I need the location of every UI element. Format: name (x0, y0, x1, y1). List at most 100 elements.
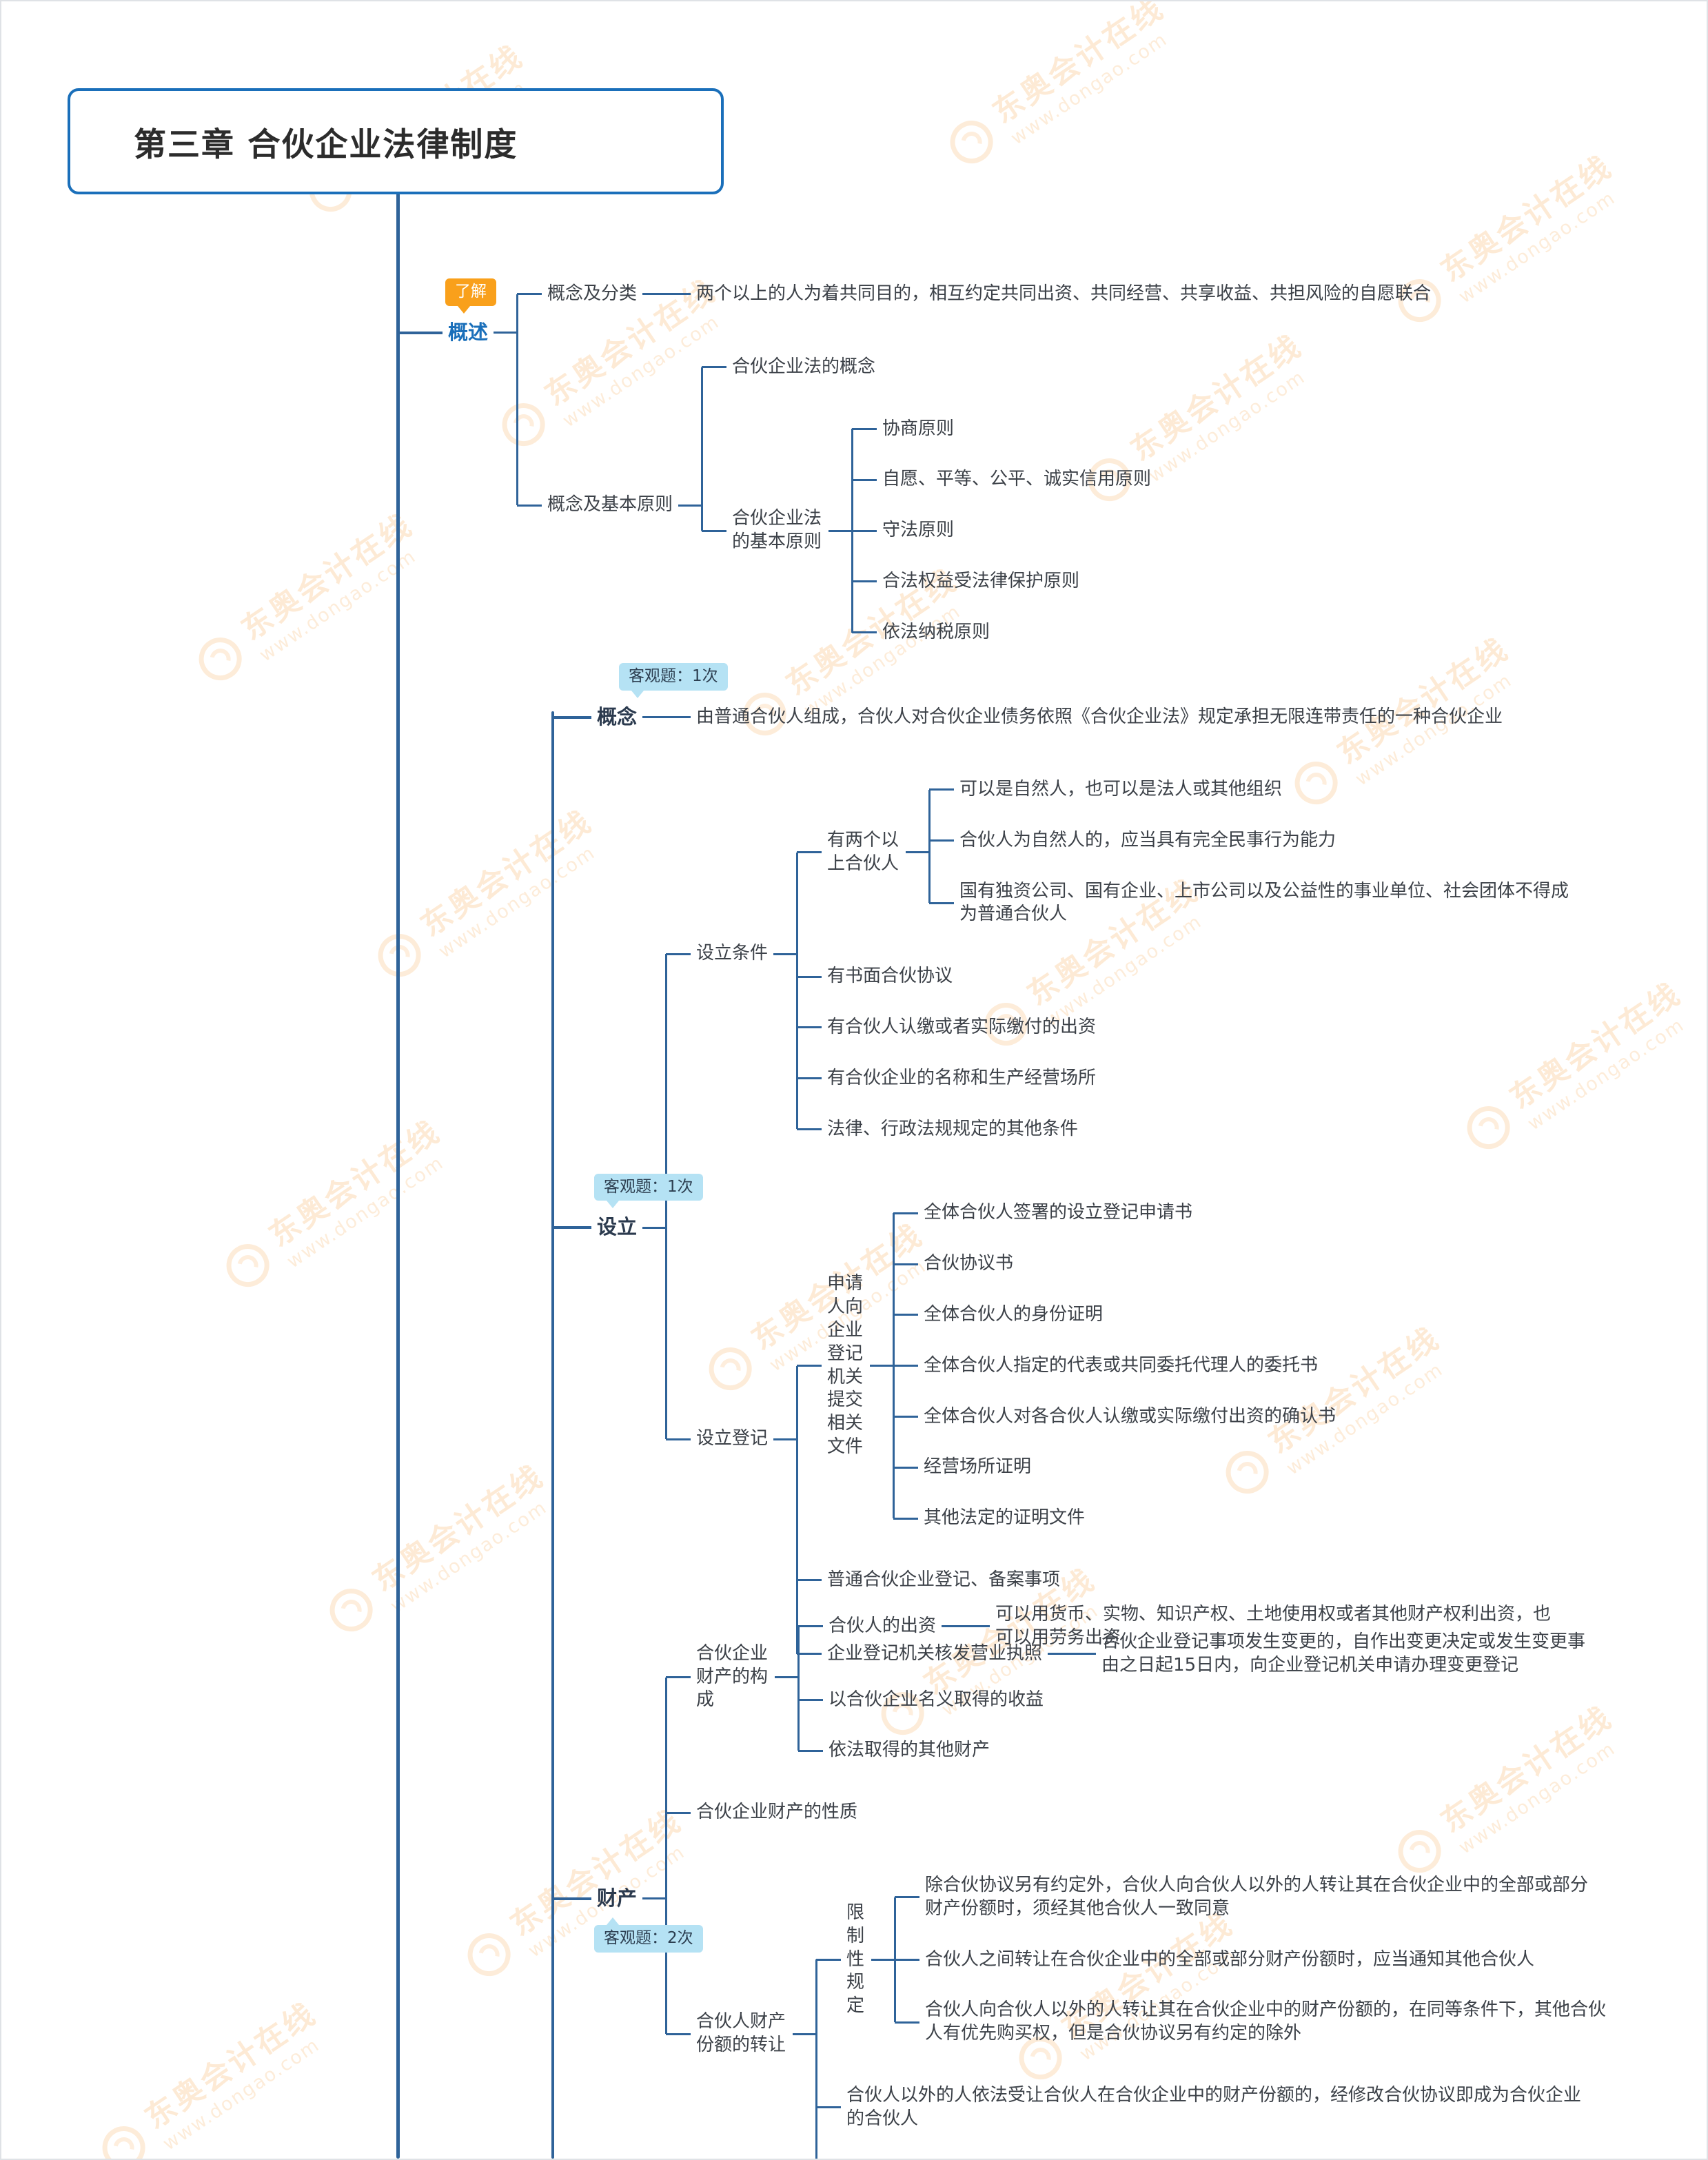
branch-transfer-restrictions: 限制性规定 除合伙协议另有约定外，合伙人向合伙人以外的人转让其在合伙企业中的全部… (815, 1849, 1616, 2070)
node-business-license: 企业登记机关核发营业执照 (822, 1640, 1072, 1669)
branch-partners-detail-1: 可以是自然人，也可以是法人或其他组织 (928, 764, 1574, 815)
branch-concept-desc: 由普通合伙人组成，合伙人对合伙企业债务依照《合伙企业法》规定承担无限连带责任的一… (666, 692, 1508, 743)
node-restriction-3: 合伙人向合伙人以外的人转让其在合伙企业中的财产份额的，在同等条件下，其他合伙人有… (925, 1999, 1607, 2044)
node-restriction-1: 除合伙协议另有约定外，合伙人向合伙人以外的人转让其在合伙企业中的全部或部分财产份… (925, 1874, 1589, 1919)
branch-principle-tax: 依法纳税原则 (851, 607, 1157, 658)
node-property-label: 财产 (597, 1886, 638, 1910)
node-restriction-2: 合伙人之间转让在合伙企业中的全部或部分财产份额时，应当通知其他合伙人 (925, 1948, 1535, 1970)
node-other-lawful-property: 依法取得的其他财产 (828, 1740, 990, 1761)
chapter-title-box: 第三章 合伙企业法律制度 (68, 88, 724, 194)
branch-reg-doc-2: 合伙协议书 (892, 1239, 1341, 1290)
branch-concept-principles: 概念及基本原则 合伙企业法的概念 合伙企业法的基本原则 协商原则 自愿、平等、公… (516, 330, 1436, 680)
branch-partners-requirement: 有两个以上合伙人 可以是自然人，也可以是法人或其他组织 合伙人为自然人的，应当具… (795, 753, 1574, 952)
node-registration-documents: 申请人向企业登记机关提交相关文件 (822, 1270, 894, 1461)
branch-registration-filing: 普通合伙企业登记、备案事项 (795, 1554, 1592, 1606)
branch-share-transfer: 合伙人财产份额的转让 限制性规定 除合伙协议另有约定外，合伙人向合伙人以外的人转… (664, 1837, 1616, 2159)
branch-setup-registration: 设立登记 申请人向企业登记机关提交相关文件 全体合伙人签署的设立登记申请书 合伙… (664, 1165, 1592, 1713)
node-partner-contribution: 合伙人的出资 (823, 1612, 966, 1641)
node-partners-detail-3: 国有独资公司、国有企业、上市公司以及公益性的事业单位、社会团体不得成为普通合伙人 (959, 880, 1569, 925)
badge-property-frequency-text: 客观题：2次 (604, 1929, 693, 1948)
group-trunk-line (551, 711, 554, 2159)
branch-law-concept: 合伙企业法的概念 (700, 342, 1157, 393)
branch-partner-contribution: 合伙人的出资 可以用货币、实物、知识产权、土地使用权或者其他财产权利出资，也可以… (797, 1578, 1562, 1675)
node-condition-contribution: 有合伙人认缴或者实际缴付的出资 (827, 1016, 1097, 1037)
branch-transfer-outsider: 合伙人以外的人依法受让合伙人在合伙企业中的财产份额的，经修改合伙协议即成为合伙企… (815, 2070, 1616, 2145)
branch-restriction-3: 合伙人向合伙人以外的人转让其在合伙企业中的财产份额的，在同等条件下，其他合伙人有… (893, 1985, 1616, 2059)
node-basic-principles: 合伙企业法的基本原则 (726, 505, 853, 557)
main-trunk-line (396, 193, 400, 2159)
branch-condition-name-premises: 有合伙企业的名称和生产经营场所 (795, 1052, 1574, 1104)
node-concept: 概念 客观题：1次 (553, 663, 728, 733)
node-principle-lawful: 守法原则 (882, 520, 955, 541)
node-transfer-restrictions: 限制性规定 (841, 1899, 895, 2021)
badge-setup-frequency-text: 客观题：1次 (604, 1177, 693, 1196)
badge-overview-level: 了解 (445, 278, 496, 314)
node-principle-tax: 依法纳税原则 (882, 621, 990, 642)
branch-business-license: 企业登记机关核发营业执照 合伙企业登记事项发生变更的，自作出变更决定或发生变更事… (795, 1605, 1592, 1702)
branch-overview: 概述 了解 概念及分类 两个以上的人为着共同目的，相互约定共同出资、共同经营、共… (399, 258, 1436, 680)
node-concept-desc: 由普通合伙人组成，合伙人对合伙企业债务依照《合伙企业法》规定承担无限连带责任的一… (696, 706, 1503, 727)
node-income-in-firm-name: 以合伙企业名义取得的收益 (828, 1689, 1044, 1710)
node-contribution-forms: 可以用货币、实物、知识产权、土地使用权或者其他财产权利出资，也可以用劳务出资 (995, 1604, 1552, 1648)
branch-reg-doc-4: 全体合伙人指定的代表或共同委托代理人的委托书 (892, 1340, 1341, 1392)
node-reg-doc-5: 全体合伙人对各合伙人认缴或实际缴付出资的确认书 (924, 1405, 1336, 1427)
node-partners-requirement: 有两个以上合伙人 (822, 826, 930, 879)
node-classification-desc: 两个以上的人为着共同目的，相互约定共同出资、共同经营、共享收益、共担风险的自愿联… (696, 283, 1432, 304)
node-concept-classification: 概念及分类 (542, 280, 667, 309)
node-share-transfer: 合伙人财产份额的转让 (691, 2008, 817, 2060)
branch-share-pledge: 普通合伙人以其在合伙企业中的财产份额出质的，必须经其他合伙人一致同意；未经其他合… (815, 2144, 1616, 2159)
node-reg-doc-6: 经营场所证明 (924, 1456, 1032, 1478)
branch-setup-conditions: 设立条件 有两个以上合伙人 可以是自然人，也可以是法人或其他组织 合伙人为自然人… (664, 742, 1592, 1166)
node-condition-name-premises: 有合伙企业的名称和生产经营场所 (827, 1067, 1097, 1088)
dongao-logo-icon (190, 629, 250, 689)
branch-restriction-1: 除合伙协议另有约定外，合伙人向合伙人以外的人转让其在合伙企业中的全部或部分财产份… (893, 1860, 1616, 1935)
branch-principle-lawful: 守法原则 (851, 505, 1157, 556)
dongao-logo-icon (459, 1924, 519, 1984)
branch-condition-contribution: 有合伙人认缴或者实际缴付的出资 (795, 1001, 1574, 1053)
node-property-composition: 合伙企业财产的构成 (691, 1640, 799, 1715)
node-principle-protection: 合法权益受法律保护原则 (882, 570, 1080, 591)
node-partners-detail-2: 合伙人为自然人的，应当具有完全民事行为能力 (959, 829, 1336, 850)
node-condition-agreement: 有书面合伙协议 (827, 966, 953, 987)
badge-concept-frequency: 客观题：1次 (619, 663, 728, 698)
node-registration-filing: 普通合伙企业登记、备案事项 (827, 1569, 1061, 1590)
branch-income-in-firm-name: 以合伙企业名义取得的收益 (797, 1674, 1562, 1726)
node-principle-negotiation: 协商原则 (882, 418, 955, 439)
branch-reg-doc-6: 经营场所证明 (892, 1442, 1341, 1493)
node-reg-doc-4: 全体合伙人指定的代表或共同委托代理人的委托书 (924, 1354, 1319, 1376)
node-concept-principles: 概念及基本原则 (542, 491, 702, 520)
dongao-logo-icon (942, 112, 1002, 172)
node-setup: 设立 客观题：1次 (553, 1173, 703, 1243)
branch-reg-doc-3: 全体合伙人的身份证明 (892, 1289, 1341, 1341)
dongao-logo-icon (94, 2117, 154, 2159)
branch-classification-desc: 两个以上的人为着共同目的，相互约定共同出资、共同经营、共享收益、共担风险的自愿联… (666, 269, 1436, 320)
branch-principle-protection: 合法权益受法律保护原则 (851, 556, 1157, 607)
branch-property-composition: 合伙企业财产的构成 合伙人的出资 可以用货币、实物、知识产权、土地使用权或者其他… (664, 1567, 1616, 1788)
node-condition-legal: 法律、行政法规规定的其他条件 (827, 1118, 1079, 1139)
branch-concept-classification: 概念及分类 两个以上的人为着共同目的，相互约定共同出资、共同经营、共享收益、共担… (516, 258, 1436, 331)
node-reg-doc-1: 全体合伙人签署的设立登记申请书 (924, 1202, 1193, 1223)
node-law-concept: 合伙企业法的概念 (732, 356, 876, 377)
branch-setup: 设立 客观题：1次 设立条件 有两个以上合伙人 可以是自然人，也可以是法人或其他… (553, 742, 1592, 1713)
node-partners-detail-1: 可以是自然人，也可以是法人或其他组织 (959, 779, 1283, 799)
branch-partners-detail-2: 合伙人为自然人的，应当具有完全民事行为能力 (928, 815, 1574, 866)
node-property-nature: 合伙企业财产的性质 (696, 1802, 858, 1823)
node-transfer-outsider: 合伙人以外的人依法受让合伙人在合伙企业中的财产份额的，经修改合伙协议即成为合伙企… (846, 2084, 1582, 2129)
branch-restriction-2: 合伙人之间转让在合伙企业中的全部或部分财产份额时，应当通知其他合伙人 (893, 1934, 1616, 1986)
branch-principle-fairness: 自愿、平等、公平、诚实信用原则 (851, 454, 1157, 505)
node-reg-doc-2: 合伙协议书 (924, 1253, 1014, 1274)
branch-license-change: 合伙企业登记事项发生变更的，自作出变更决定或发生变更事由之日起15日内，向企业登… (1071, 1617, 1592, 1691)
branch-reg-doc-1: 全体合伙人签署的设立登记申请书 (892, 1188, 1341, 1239)
node-overview: 概述 了解 (399, 278, 518, 349)
dongao-logo-icon (321, 1580, 381, 1640)
badge-property-frequency: 客观题：2次 (594, 1917, 703, 1953)
node-reg-doc-7: 其他法定的证明文件 (924, 1507, 1086, 1529)
node-license-change: 合伙企业登记事项发生变更的，自作出变更决定或发生变更事由之日起15日内，向企业登… (1101, 1631, 1586, 1675)
branch-principle-negotiation: 协商原则 (851, 404, 1157, 455)
